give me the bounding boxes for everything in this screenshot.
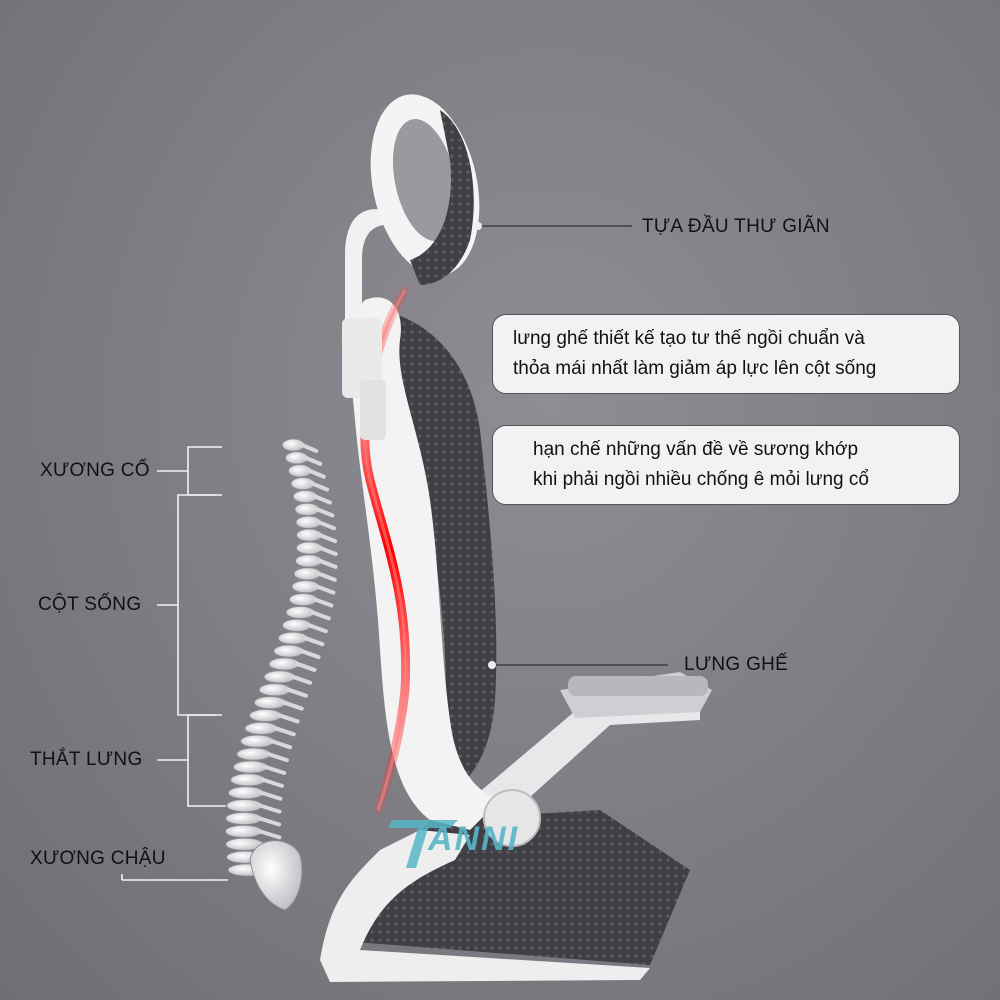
vertebra — [291, 580, 320, 594]
backrest-mesh — [380, 310, 497, 790]
vertebra — [289, 593, 318, 606]
vertebra-process — [295, 661, 317, 672]
vertebra-process — [257, 829, 282, 840]
vertebra-process — [310, 610, 331, 621]
armrest-top — [568, 676, 708, 696]
headrest-inner — [392, 119, 458, 241]
vertebra — [268, 657, 300, 671]
vertebra — [226, 799, 263, 813]
callout-posture: lưng ghế thiết kế tạo tư thế ngồi chuẩn … — [492, 314, 960, 394]
vertebra-process — [313, 494, 332, 505]
armrest-support — [470, 690, 700, 815]
vertebra — [240, 734, 275, 748]
headrest-clamp — [342, 318, 382, 398]
callout-joints-line1: hạn chế những vấn đề về sương khớp — [533, 439, 859, 460]
label-spine: CỘT SỐNG — [38, 594, 142, 615]
vertebra — [258, 683, 291, 697]
vertebra-process — [263, 764, 287, 775]
vertebra-process — [282, 700, 304, 711]
vertebra — [225, 824, 263, 838]
vertebra-process — [313, 597, 334, 608]
vertebra — [228, 786, 264, 800]
vertebra-process — [261, 777, 285, 788]
vertebra — [225, 812, 263, 825]
headrest-mesh — [410, 110, 474, 285]
vertebra — [273, 644, 305, 658]
vertebra-process — [316, 520, 337, 531]
vertebra-process — [277, 713, 300, 724]
seat-frame — [320, 830, 650, 982]
spine-skeleton — [225, 438, 338, 911]
vertebra-process — [269, 739, 293, 750]
vertebra — [263, 670, 296, 684]
label-neck: XƯƠNG CỔ — [40, 460, 150, 481]
headrest-stem — [345, 209, 395, 320]
vertebra — [285, 606, 315, 619]
spine-brackets — [121, 446, 228, 881]
label-backrest: LƯNG GHẾ — [684, 654, 789, 675]
vertebra-process — [299, 649, 321, 660]
vertebra-process — [258, 803, 282, 814]
vertebra — [293, 567, 322, 581]
vertebra — [244, 721, 279, 735]
vertebra-process — [257, 816, 282, 827]
vertebra-process — [317, 533, 338, 544]
backrest-frame — [350, 297, 500, 831]
callout-joints-line2: khi phải ngồi nhiều chống ê mỏi lưng cổ — [533, 469, 869, 490]
callout-joints: hạn chế những vấn đề về sương khớp khi p… — [492, 425, 960, 505]
vertebra-process — [273, 726, 296, 737]
brand-logo: ANNI — [388, 812, 588, 872]
callout-posture-line1: lưng ghế thiết kế tạo tư thế ngồi chuẩn … — [513, 328, 865, 349]
vertebra — [249, 709, 283, 722]
pelvis-bone — [249, 840, 303, 911]
vertebra — [277, 631, 309, 645]
label-lumbar: THẮT LƯNG — [30, 749, 143, 770]
vertebra-process — [310, 481, 330, 492]
brand-mark-icon — [388, 820, 458, 868]
vertebra-process — [307, 623, 328, 634]
vertebra-process — [266, 752, 289, 763]
tilt-knob — [483, 789, 541, 847]
vertebra-process — [318, 546, 338, 557]
vertebra-process — [286, 687, 308, 698]
vertebra-process — [304, 455, 323, 466]
callout-posture-line2: thỏa mái nhất làm giảm áp lực lên cột số… — [513, 358, 877, 379]
vertebra — [236, 747, 271, 761]
brand-logo-text: ANNI — [428, 820, 520, 858]
vertebra-process — [316, 571, 337, 582]
vertebra — [230, 773, 266, 787]
vertebra — [233, 760, 269, 774]
vertebra-process — [290, 674, 313, 685]
label-headrest: TỰA ĐẦU THƯ GIÃN — [642, 216, 830, 237]
vertebra — [282, 618, 312, 632]
vertebra-process — [259, 790, 283, 801]
label-pelvis: XƯƠNG CHẬU — [30, 848, 166, 869]
vertebra-process — [307, 468, 326, 479]
vertebra — [253, 696, 287, 709]
vertebra-process — [303, 636, 325, 647]
vertebra-process — [315, 584, 336, 595]
vertebra-process — [317, 558, 338, 569]
vertebra-process — [300, 443, 319, 453]
vertebra-process — [315, 507, 335, 518]
